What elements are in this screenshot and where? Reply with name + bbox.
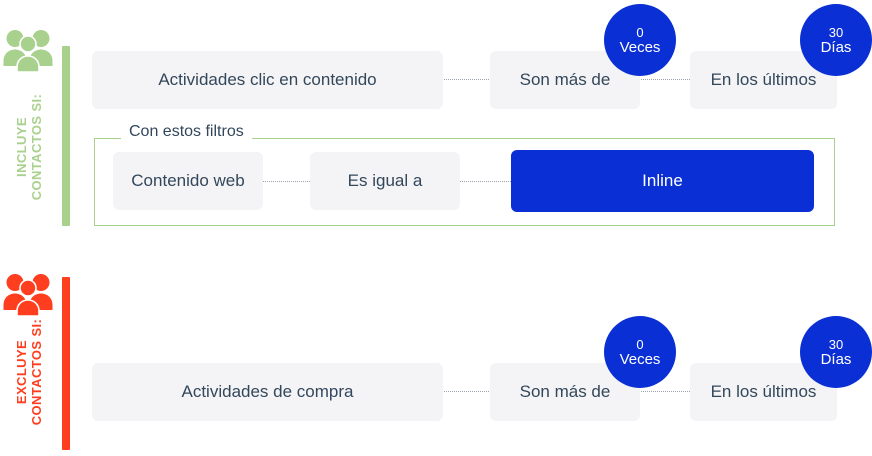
include-days-badge[interactable]: 30 Días	[800, 4, 872, 76]
include-filter-property-box[interactable]: Contenido web	[113, 152, 263, 210]
include-rail-label: INCLUYE CONTACTOS SI:	[14, 82, 44, 212]
people-group-icon	[2, 27, 54, 73]
include-count-badge[interactable]: 0 Veces	[604, 4, 676, 76]
connector-operator-timeframe	[638, 79, 692, 80]
exclude-label-line1: EXCLUYE	[14, 339, 29, 405]
include-filter-group	[94, 138, 835, 226]
exclude-count-value: 0	[636, 337, 644, 352]
exclude-days-unit: Días	[820, 351, 852, 368]
include-activity-box[interactable]: Actividades clic en contenido	[92, 51, 443, 109]
exclude-rail-label: EXCLUYE CONTACTOS SI:	[14, 307, 44, 437]
connector-property-operator	[261, 181, 318, 182]
include-count-value: 0	[636, 25, 644, 40]
exclude-days-value: 30	[828, 337, 844, 352]
exclude-accent-rail	[62, 277, 70, 450]
people-group-icon	[2, 271, 54, 317]
include-days-unit: Días	[820, 39, 852, 56]
connector-activity-operator	[441, 79, 493, 80]
exclude-days-badge[interactable]: 30 Días	[800, 316, 872, 388]
include-label-line2: CONTACTOS SI:	[29, 93, 44, 201]
include-filter-legend: Con estos filtros	[121, 119, 252, 146]
connector-operator-value	[459, 181, 513, 182]
include-filter-value-box[interactable]: Inline	[511, 150, 814, 212]
include-filter-operator-box[interactable]: Es igual a	[310, 152, 460, 210]
connector-operator-timeframe-exclude	[638, 391, 692, 392]
exclude-activity-box[interactable]: Actividades de compra	[92, 363, 443, 421]
include-accent-rail	[62, 46, 70, 226]
connector-activity-operator-exclude	[441, 391, 493, 392]
include-days-value: 30	[828, 25, 844, 40]
exclude-count-unit: Veces	[619, 351, 661, 368]
include-label-line1: INCLUYE	[14, 117, 29, 177]
exclude-count-badge[interactable]: 0 Veces	[604, 316, 676, 388]
include-count-unit: Veces	[619, 39, 661, 56]
exclude-label-line2: CONTACTOS SI:	[29, 318, 44, 426]
